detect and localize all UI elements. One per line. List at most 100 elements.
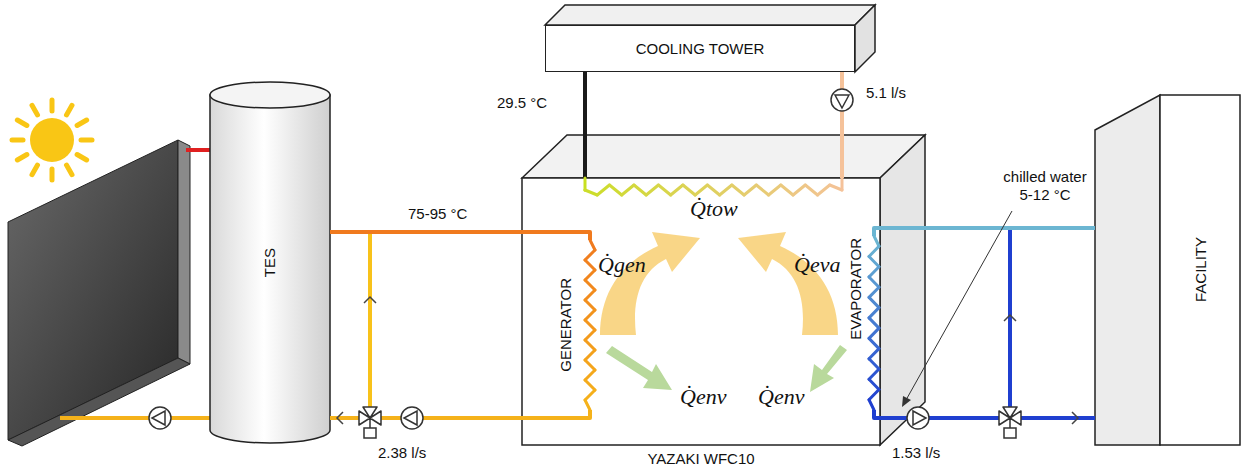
coil-stroke (869, 328, 879, 338)
pump-triangle (404, 411, 417, 425)
coil-stroke (585, 360, 595, 370)
flow-rate-label: 2.38 l/s (378, 444, 426, 462)
pipe-connector (330, 232, 590, 240)
evaporator: EVAPORATOR (842, 236, 882, 410)
coil-stroke (585, 190, 597, 195)
sun-ray (32, 105, 38, 115)
bypass-pipe (1008, 228, 1012, 418)
valve-stem (369, 418, 371, 428)
coil-stroke (781, 185, 793, 195)
coil-stroke (869, 246, 879, 256)
node-label: GENERATOR (557, 278, 574, 372)
coil-stroke (609, 185, 621, 195)
pump-body (907, 407, 929, 429)
coil-stroke (869, 359, 879, 369)
pump-body (149, 407, 171, 429)
flow-chevron (1072, 412, 1078, 424)
sun-ray (77, 120, 87, 126)
coil-stroke (869, 297, 879, 307)
coil-stroke (769, 185, 781, 195)
evaporator-coil (869, 236, 879, 410)
heat-flow-symbol: Q̇env (758, 384, 804, 410)
flow-chevron (337, 412, 343, 424)
coil-stroke (869, 277, 879, 287)
pump-symbol (907, 407, 929, 429)
flow-chevron (364, 297, 376, 303)
coil-stroke (869, 379, 879, 389)
coil-stroke (585, 370, 595, 380)
facility-building: FACILITY (1095, 95, 1245, 445)
heat-loss-arrow (810, 345, 847, 392)
heat-flow-symbol: Q̇env (680, 384, 726, 410)
solar-supply-pipe (186, 148, 210, 152)
node-label: FACILITY (1192, 237, 1209, 302)
cooling-tower-box: COOLING TOWER (545, 25, 855, 72)
sun-ray (67, 105, 73, 115)
coil-stroke (585, 270, 595, 280)
temperature-label: 29.5 °C (497, 94, 547, 112)
coil-stroke (869, 390, 879, 400)
pipe-connector (583, 72, 587, 178)
coil-stroke (744, 185, 756, 195)
coil-stroke (805, 185, 817, 195)
flow-rate-label: 1.53 l/s (892, 444, 940, 462)
generator: GENERATOR (554, 240, 600, 410)
valve-body (359, 407, 381, 425)
chiller-front-face (522, 178, 880, 445)
sun-ray (81, 138, 92, 143)
coil-stroke (585, 310, 595, 320)
valve-actuator (1004, 428, 1016, 438)
three-way-valve (999, 407, 1021, 438)
coil-stroke (585, 320, 595, 330)
temperature-label: 75-95 °C (408, 205, 467, 223)
node-label: YAZAKI WFC10 (647, 450, 754, 467)
coil-stroke (869, 349, 879, 359)
collector-edge (178, 140, 190, 364)
sun-ray (77, 155, 87, 161)
solar-return-pipe (60, 416, 210, 420)
leader-line (906, 211, 1012, 400)
coil-stroke (830, 185, 842, 190)
coil-stroke (590, 240, 595, 250)
facility-front-face (1160, 95, 1240, 445)
coil-stroke (585, 280, 595, 290)
tower-side-face (855, 5, 875, 72)
pipe-connector (874, 228, 1095, 236)
node-label: TES (261, 248, 278, 277)
sun-ray (17, 120, 27, 126)
sun-ray (32, 165, 38, 175)
sun-icon (12, 100, 92, 180)
storage-tank: TES (210, 81, 330, 445)
coil-stroke (793, 185, 805, 195)
chilled-water-note: chilled water 5-12 °C (998, 168, 1092, 204)
heat-flow-arrow (738, 232, 838, 335)
three-way-valve (359, 407, 381, 438)
coil-stroke (869, 267, 879, 277)
coil-stroke (683, 185, 695, 195)
coil-stroke (585, 330, 595, 340)
coil-stroke (869, 318, 879, 328)
coil-stroke (720, 185, 732, 195)
chiller-top-face (522, 135, 925, 178)
node-label: COOLING TOWER (636, 40, 765, 57)
heat-flow-symbol: Q̇tow (690, 196, 738, 222)
chiller-unit: YAZAKI WFC10 GENERATOR EVAPORATOR (522, 178, 880, 468)
heat-flow-arrow (600, 232, 700, 335)
coil-stroke (585, 380, 595, 390)
pump-triangle (835, 95, 849, 108)
coil-stroke (622, 185, 634, 195)
coil-stroke (695, 185, 707, 195)
node-label: EVAPORATOR (847, 238, 864, 340)
coil-stroke (584, 178, 587, 190)
generator-coil (585, 240, 595, 410)
coil-stroke (869, 308, 879, 318)
pump-symbol (831, 89, 853, 111)
coil-stroke (869, 287, 879, 297)
pipe-connector (840, 72, 844, 178)
coil-stroke (597, 185, 609, 195)
pump-triangle (913, 411, 926, 425)
sun-ray (12, 138, 23, 143)
coil-stroke (869, 400, 874, 410)
sun-ray (67, 165, 73, 175)
coil-stroke (585, 250, 595, 260)
